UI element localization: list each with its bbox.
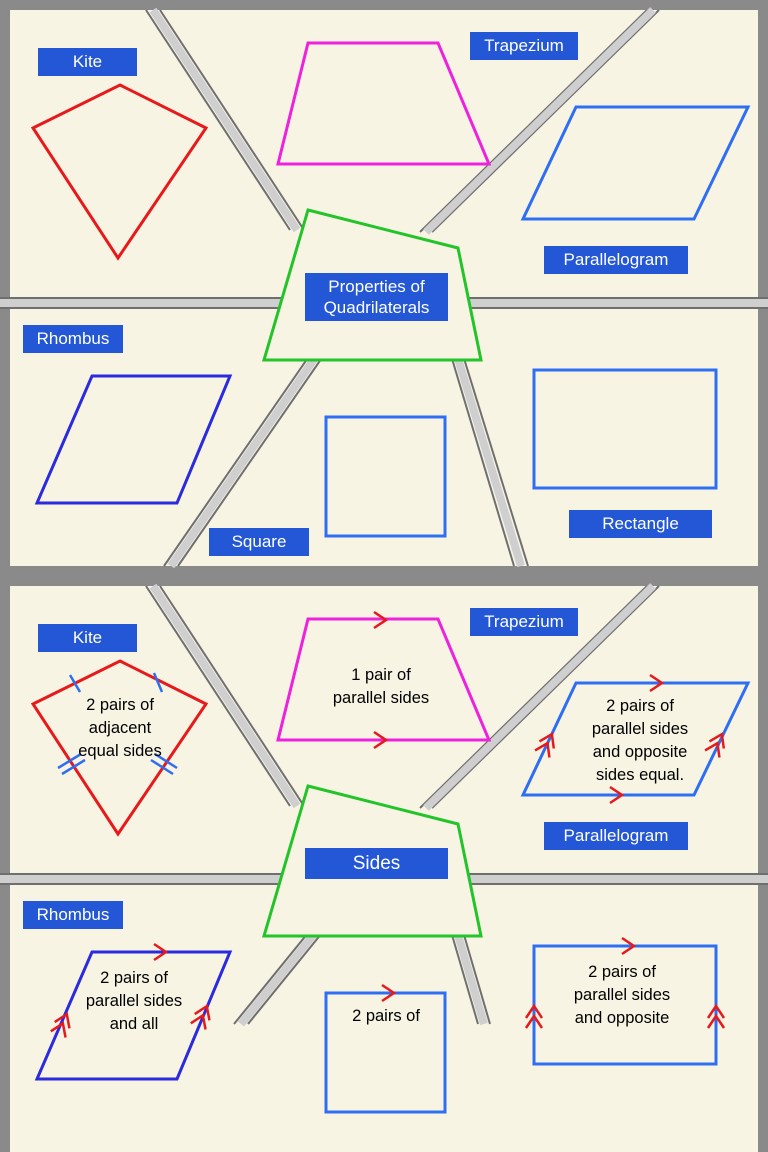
trapezium-shape bbox=[276, 41, 492, 166]
kite-description: 2 pairs of adjacent equal sides bbox=[62, 694, 178, 763]
center-title-line1: Properties of bbox=[328, 277, 425, 296]
slide-sides: Kite Trapezium Parallelogram Rhombus Sid… bbox=[0, 576, 768, 1152]
label-parallelogram: Parallelogram bbox=[544, 246, 688, 274]
description-line: and all bbox=[109, 1015, 159, 1033]
description-line: parallel sides bbox=[591, 720, 689, 738]
description-line: parallel sides bbox=[332, 689, 430, 707]
description-line: 2 pairs of bbox=[606, 697, 674, 715]
description-line: 1 pair of bbox=[351, 666, 411, 684]
label-parallelogram: Parallelogram bbox=[544, 822, 688, 850]
description-line: sides equal. bbox=[595, 766, 685, 784]
description-line: 2 pairs of bbox=[352, 1007, 420, 1025]
diagonal-dividers bbox=[145, 585, 660, 1025]
rectangle-description: 2 pairs of parallel sides and opposite bbox=[554, 961, 690, 1030]
description-line: 2 pairs of bbox=[86, 696, 154, 714]
label-rhombus: Rhombus bbox=[23, 325, 123, 353]
description-line: parallel sides bbox=[573, 986, 671, 1004]
description-line: adjacent bbox=[88, 719, 152, 737]
rhombus-shape bbox=[34, 374, 233, 505]
description-line: and opposite bbox=[592, 743, 688, 761]
parallelogram-description: 2 pairs of parallel sides and opposite s… bbox=[572, 695, 708, 787]
label-trapezium: Trapezium bbox=[470, 32, 578, 60]
label-trapezium: Trapezium bbox=[470, 608, 578, 636]
label-kite: Kite bbox=[38, 48, 137, 76]
description-line: 2 pairs of bbox=[588, 963, 656, 981]
parallelogram-shape bbox=[520, 105, 751, 221]
slide-properties: Kite Trapezium Parallelogram Rhombus Squ… bbox=[0, 7, 768, 569]
center-title-line2: Quadrilaterals bbox=[323, 298, 430, 317]
diagonal-dividers bbox=[145, 9, 660, 567]
description-line: parallel sides bbox=[85, 992, 183, 1010]
description-line: 2 pairs of bbox=[100, 969, 168, 987]
parallelogram-shape bbox=[520, 681, 751, 797]
label-square: Square bbox=[209, 528, 309, 556]
trapezium-shape bbox=[276, 617, 492, 742]
square-description: 2 pairs of bbox=[318, 1005, 454, 1028]
kite-shape bbox=[30, 659, 209, 837]
kite-equal-side-marks bbox=[57, 672, 178, 776]
description-line: equal sides bbox=[78, 742, 162, 760]
kite-shape bbox=[30, 83, 209, 261]
label-rhombus: Rhombus bbox=[23, 901, 123, 929]
description-line: and opposite bbox=[574, 1009, 670, 1027]
square-shape bbox=[324, 415, 447, 538]
center-title: Properties of Quadrilaterals bbox=[305, 273, 448, 321]
label-kite: Kite bbox=[38, 624, 137, 652]
center-title: Sides bbox=[305, 848, 448, 879]
label-rectangle: Rectangle bbox=[569, 510, 712, 538]
rectangle-shape bbox=[532, 368, 718, 490]
rhombus-description: 2 pairs of parallel sides and all bbox=[66, 967, 202, 1036]
trapezium-description: 1 pair of parallel sides bbox=[313, 664, 449, 710]
